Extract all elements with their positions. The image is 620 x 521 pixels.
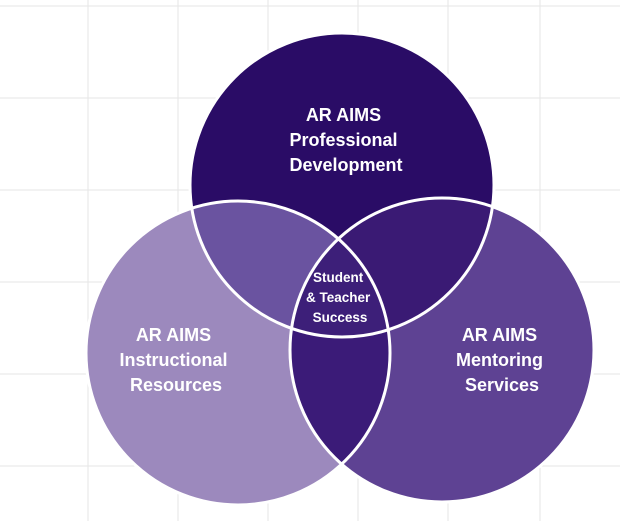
right-label-line-1: AR AIMS [462, 325, 537, 345]
left-label-line-2: Instructional [119, 350, 227, 370]
right-circle-outline [288, 196, 596, 504]
left-label-line-1: AR AIMS [136, 325, 211, 345]
right-circle-label: AR AIMS Mentoring Services [456, 325, 548, 395]
top-label-line-2: Professional [289, 130, 397, 150]
center-label-line-1: Student [313, 270, 364, 285]
top-circle-outline [188, 31, 496, 339]
overlap-top-left [190, 201, 390, 337]
center-label-line-3: Success [313, 310, 368, 325]
right-label-line-3: Services [465, 375, 539, 395]
overlap-top-right [290, 198, 494, 337]
top-circle-label: AR AIMS Professional Development [289, 105, 402, 175]
left-circle-outline [84, 199, 392, 507]
overlap-center [290, 201, 390, 337]
center-label: Student & Teacher Success [306, 270, 374, 325]
left-label-line-3: Resources [130, 375, 222, 395]
top-label-line-3: Development [289, 155, 402, 175]
top-label-line-1: AR AIMS [306, 105, 381, 125]
right-label-line-2: Mentoring [456, 350, 543, 370]
left-circle-label: AR AIMS Instructional Resources [119, 325, 232, 395]
center-label-line-2: & Teacher [306, 290, 371, 305]
